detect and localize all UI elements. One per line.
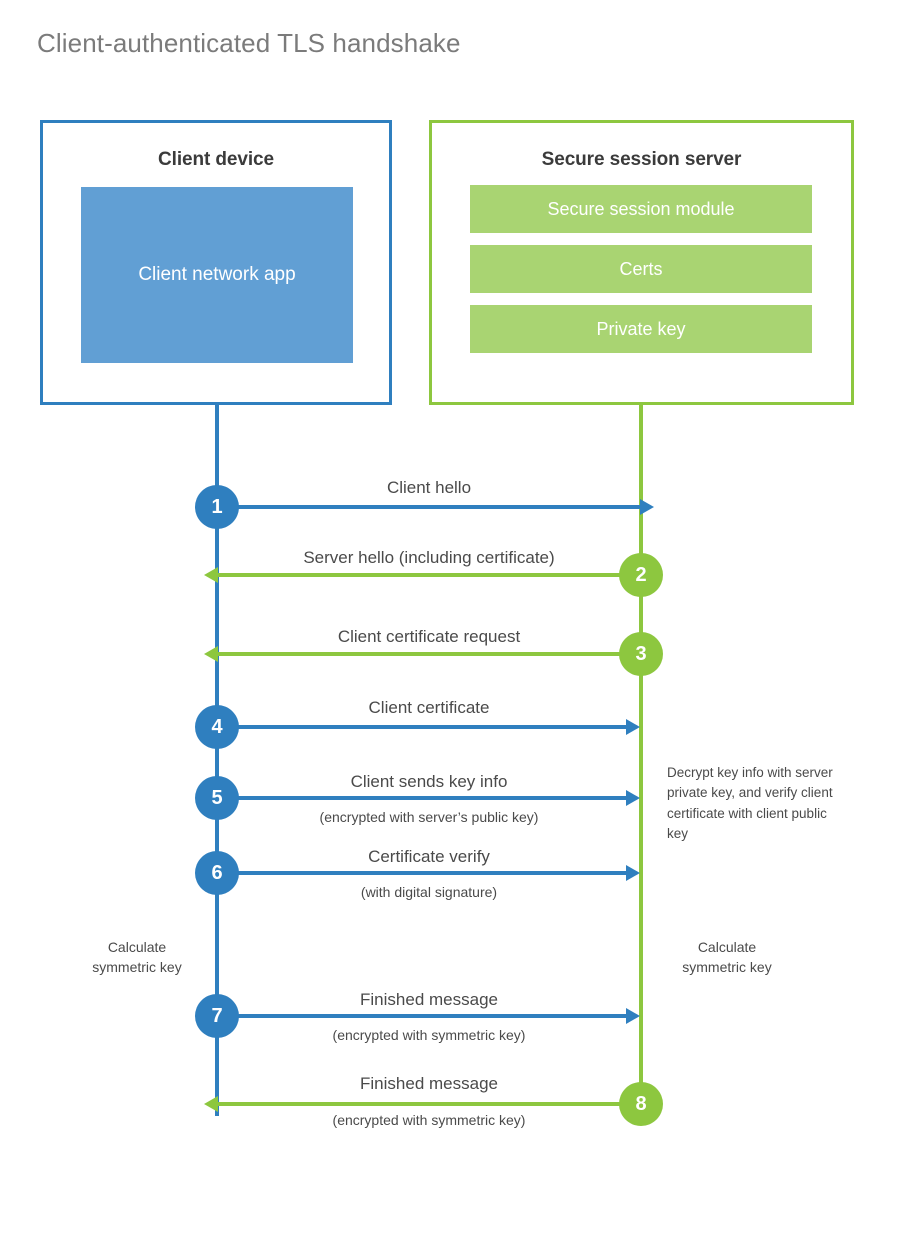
client-network-app: Client network app [81,187,353,363]
step-circle-5[interactable]: 5 [195,776,239,820]
server-module-certs: Certs [470,245,812,293]
message-arrow-2 [204,567,641,583]
client-calculate-symmetric-key-annotation: Calculate symmetric key [92,939,182,976]
arrowhead-right-icon [626,719,640,735]
arrowhead-left-icon [204,567,218,583]
server-calculate-symmetric-key-annotation: Calculate symmetric key [682,939,772,976]
arrowhead-right-icon [626,1008,640,1024]
message-arrow-7 [217,1008,640,1024]
message-arrow-8 [204,1096,641,1112]
client-device-title: Client device [158,149,274,170]
server-module-secure-session-module: Secure session module [470,185,812,233]
message-label-6: Certificate verify [368,847,490,866]
step-circle-6[interactable]: 6 [195,851,239,895]
arrowhead-right-icon [640,499,654,515]
message-sublabel-5: (encrypted with server’s public key) [319,809,539,825]
message-arrow-6 [217,865,640,881]
step-circle-1[interactable]: 1 [195,485,239,529]
page-title: Client-authenticated TLS handshake [37,28,461,58]
server-module-list: Secure session module Certs Private key [470,185,812,353]
client-lifeline [215,405,219,1116]
step-circle-7[interactable]: 7 [195,994,239,1038]
message-sublabel-8: (encrypted with symmetric key) [332,1112,526,1128]
server-decrypt-annotation: Decrypt key info with server private key… [667,765,833,841]
step-circle-4[interactable]: 4 [195,705,239,749]
message-label-2: Server hello (including certificate) [303,548,555,567]
message-label-5: Client sends key info [350,772,508,791]
step-circle-3[interactable]: 3 [619,632,663,676]
arrowhead-left-icon [204,1096,218,1112]
arrowhead-right-icon [626,865,640,881]
message-sublabel-6: (with digital signature) [360,884,498,900]
message-label-8: Finished message [360,1074,498,1093]
secure-session-server-title: Secure session server [541,149,742,170]
message-label-1: Client hello [386,478,472,497]
message-arrow-4 [217,719,640,735]
step-circle-2[interactable]: 2 [619,553,663,597]
message-arrow-1 [217,499,654,515]
server-module-private-key: Private key [470,305,812,353]
server-lifeline [639,405,643,1105]
arrowhead-right-icon [626,790,640,806]
arrowhead-left-icon [204,646,218,662]
message-arrow-5 [217,790,640,806]
message-label-4: Client certificate [368,698,490,717]
message-label-7: Finished message [360,990,498,1009]
message-label-3: Client certificate request [337,627,521,646]
actor-box-server: Secure session server Secure session mod… [429,120,854,405]
message-sublabel-7: (encrypted with symmetric key) [332,1027,526,1043]
message-arrow-3 [204,646,641,662]
step-circle-8[interactable]: 8 [619,1082,663,1126]
actor-box-client: Client device Client network app [40,120,392,405]
